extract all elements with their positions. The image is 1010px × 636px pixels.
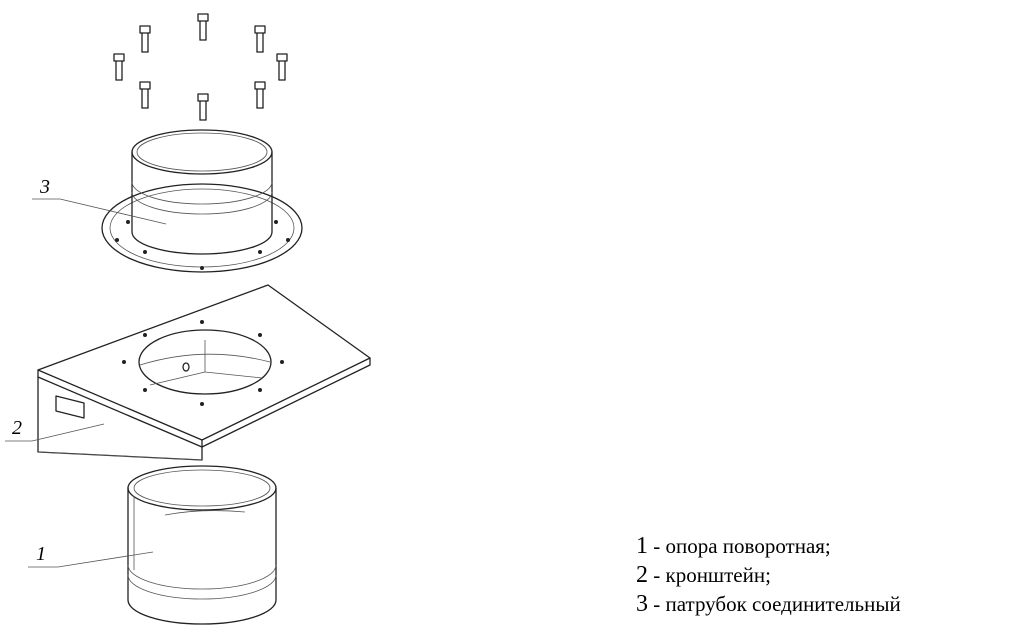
screw: [139, 81, 151, 109]
screw: [197, 13, 209, 41]
screws-group: [113, 13, 288, 121]
legend-item-1: 1 - опора поворотная;: [636, 532, 901, 561]
callout-2: 2: [5, 417, 105, 442]
legend-number: 1: [636, 533, 648, 559]
screw: [276, 53, 288, 81]
legend-text: - опора поворотная;: [648, 534, 831, 558]
callout-label-3: 3: [39, 176, 50, 198]
legend-text: - патрубок соединительный: [648, 592, 901, 616]
callout-3: 3: [32, 176, 167, 225]
part-1-swivel-support: [127, 465, 277, 625]
part-2-bracket: [37, 284, 371, 461]
callout-label-1: 1: [36, 543, 46, 565]
legend-number: 2: [636, 562, 648, 588]
screw: [254, 25, 266, 53]
screw: [139, 25, 151, 53]
parts-legend: 1 - опора поворотная; 2 - кронштейн; 3 -…: [636, 532, 901, 619]
callout-label-2: 2: [12, 417, 22, 439]
legend-text: - кронштейн;: [648, 563, 771, 587]
screw: [254, 81, 266, 109]
screw: [197, 93, 209, 121]
part-3-connecting-pipe: [101, 129, 303, 273]
legend-item-2: 2 - кронштейн;: [636, 561, 901, 590]
screw: [113, 53, 125, 81]
legend-number: 3: [636, 591, 648, 617]
legend-item-3: 3 - патрубок соединительный: [636, 590, 901, 619]
callout-1: 1: [28, 543, 154, 568]
